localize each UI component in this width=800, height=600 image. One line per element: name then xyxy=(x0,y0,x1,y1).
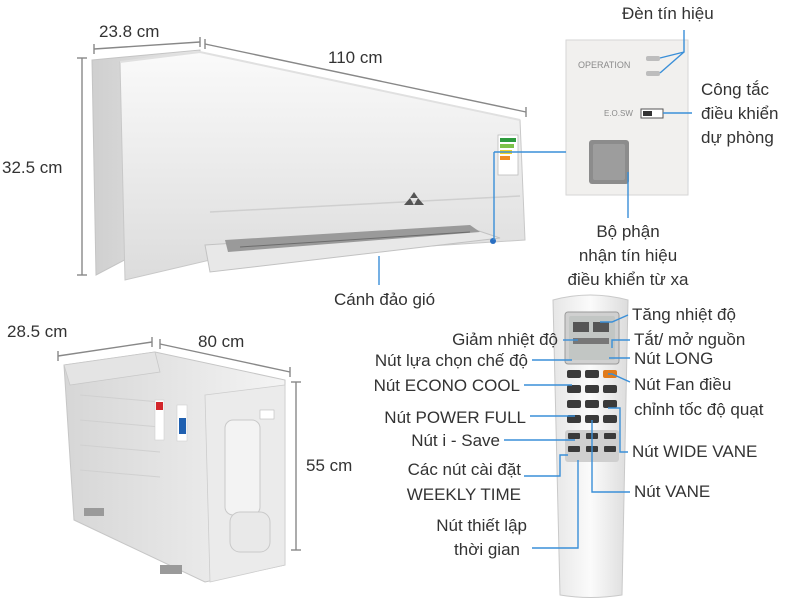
callout-lines xyxy=(378,30,692,549)
fan-speed-label-line2: chỉnh tốc độ quạt xyxy=(634,400,764,419)
indoor-width-label: 110 cm xyxy=(328,48,383,67)
on-off-label: Tắt/ mở nguồn xyxy=(634,330,746,349)
weekly-time-label-line1: Các nút cài đặt xyxy=(407,460,521,479)
backup-switch-label-line2: điều khiển xyxy=(701,104,779,123)
dimension-lines xyxy=(57,37,527,551)
operation-panel-text: OPERATION xyxy=(578,60,631,70)
remote-control xyxy=(552,294,629,598)
outdoor-unit xyxy=(63,351,286,583)
vane-label: Nút VANE xyxy=(634,482,711,501)
backup-switch-label-line3: dự phòng xyxy=(701,128,774,147)
signal-light-label: Đèn tín hiệu xyxy=(622,4,714,23)
outdoor-height-label: 55 cm xyxy=(306,456,353,475)
control-panel-inset xyxy=(565,39,689,196)
temp-down-label: Giảm nhiệt độ xyxy=(452,330,558,349)
eosw-panel-text: E.O.SW xyxy=(604,109,633,118)
long-button-label: Nút LONG xyxy=(634,349,714,368)
econo-cool-label: Nút ECONO COOL xyxy=(373,376,520,395)
weekly-time-label-line2: WEEKLY TIME xyxy=(406,485,521,504)
receiver-label-line1: Bộ phận xyxy=(596,222,660,241)
timer-set-label-line2: thời gian xyxy=(454,540,520,559)
indoor-unit xyxy=(91,49,526,281)
outdoor-depth-label: 28.5 cm xyxy=(7,322,68,341)
indoor-height-label: 32.5 cm xyxy=(2,158,63,177)
fan-speed-label-line1: Nút Fan điều xyxy=(634,375,732,394)
receiver-label-line3: điều khiển từ xa xyxy=(567,270,689,289)
mode-select-label: Nút lựa chọn chế độ xyxy=(374,351,528,370)
indoor-depth-label: 23.8 cm xyxy=(99,22,160,41)
wide-vane-label: Nút WIDE VANE xyxy=(632,442,758,461)
outdoor-width-label: 80 cm xyxy=(198,332,245,351)
power-full-label: Nút POWER FULL xyxy=(384,408,526,427)
receiver-label-line2: nhận tín hiệu xyxy=(578,246,678,265)
temp-up-label: Tăng nhiệt độ xyxy=(632,305,736,324)
louver-label: Cánh đảo gió xyxy=(334,290,436,309)
i-save-label: Nút i - Save xyxy=(411,431,500,450)
backup-switch-label-line1: Công tắc xyxy=(701,80,770,99)
timer-set-label-line1: Nút thiết lập xyxy=(436,516,527,535)
